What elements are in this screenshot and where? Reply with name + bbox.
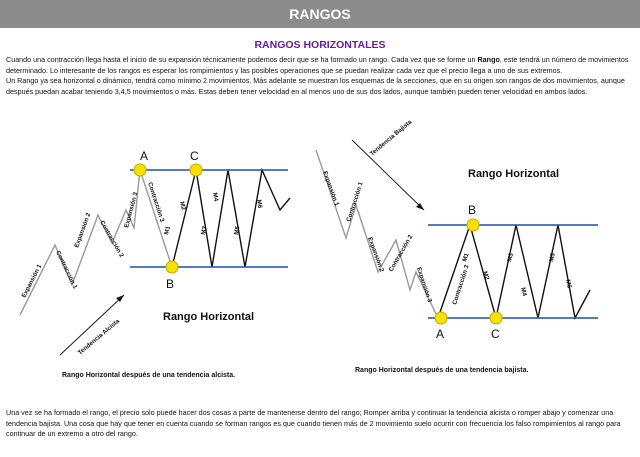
left-label-m6: M6 [255, 199, 263, 209]
section-subtitle: RANGOS HORIZONTALES [254, 39, 386, 51]
left-trend-label: Tendencia Alcista [77, 317, 122, 356]
intro-text: Cuando una contracción llega hasta el in… [6, 55, 634, 97]
right-point-b [466, 218, 480, 232]
left-label-m5: M5 [233, 225, 241, 235]
right-label-m2: M2 [481, 270, 490, 281]
left-label-b: B [166, 277, 174, 291]
left-point-a [133, 163, 147, 177]
left-label-a: A [140, 149, 148, 163]
left-diagram-caption: Rango Horizontal después de una tendenci… [62, 372, 235, 379]
right-label-m6: M6 [564, 279, 573, 289]
right-label-c: C [491, 327, 500, 341]
right-label-m1: M1 [461, 252, 470, 263]
right-label-contraction-1: Contracción 1 [345, 181, 365, 223]
right-label-expansion-3: Expansión 3 [415, 266, 433, 303]
left-range-path [171, 167, 291, 268]
left-label-expansion-2: Expansión 2 [73, 212, 92, 249]
right-trend-arrow [351, 139, 425, 211]
left-label-m2: M2 [178, 201, 187, 212]
left-trend-arrow [59, 294, 125, 356]
right-label-m3: M3 [506, 252, 515, 263]
intro-paragraph-2: Un Rango ya sea horizontal o dinámico, t… [6, 76, 625, 96]
left-label-contraction-2: Contracción 2 [98, 220, 125, 260]
right-price-path [315, 149, 439, 319]
right-point-c [489, 311, 503, 325]
right-label-contraction-2: Contracción 2 [388, 233, 415, 273]
left-point-c [189, 163, 203, 177]
right-label-m4: M4 [519, 287, 528, 298]
right-trend-arrowhead [416, 203, 424, 210]
left-point-b [165, 260, 179, 274]
left-price-path [19, 169, 173, 316]
right-range-diagram: B A C Expansión 1 Contracción 1 Expansió… [315, 118, 598, 374]
right-label-a: A [436, 327, 444, 341]
left-label-contraction-1: Contracción 1 [54, 250, 79, 291]
right-label-expansion-1: Expansión 1 [321, 170, 340, 207]
right-label-expansion-2: Expansión 2 [366, 236, 385, 273]
right-label-b: B [468, 203, 476, 217]
right-diagram-title: Rango Horizontal [468, 168, 559, 180]
left-diagram-title: Rango Horizontal [163, 311, 254, 323]
right-diagram-caption: Rango Horizontal después de una tendenci… [355, 367, 529, 374]
left-label-m4: M4 [211, 192, 219, 202]
right-range-path [437, 222, 591, 321]
page-header: RANGOS [0, 0, 640, 28]
left-range-diagram: A C B Expansión 1 Contracción 1 Expansió… [19, 149, 291, 379]
left-label-m3: M3 [200, 225, 208, 235]
outro-text: Una vez se ha formado el rango, el preci… [6, 408, 621, 438]
left-label-c: C [190, 149, 199, 163]
left-label-expansion-1: Expansión 1 [21, 263, 44, 299]
right-label-m5: M5 [548, 252, 557, 262]
right-trend-label: Tendencia Bajista [369, 118, 414, 157]
right-point-a [434, 311, 448, 325]
intro-paragraph-1: Cuando una contracción llega hasta el in… [6, 55, 629, 75]
left-trend-arrowhead [116, 295, 124, 302]
left-label-m1: M1 [163, 225, 172, 236]
